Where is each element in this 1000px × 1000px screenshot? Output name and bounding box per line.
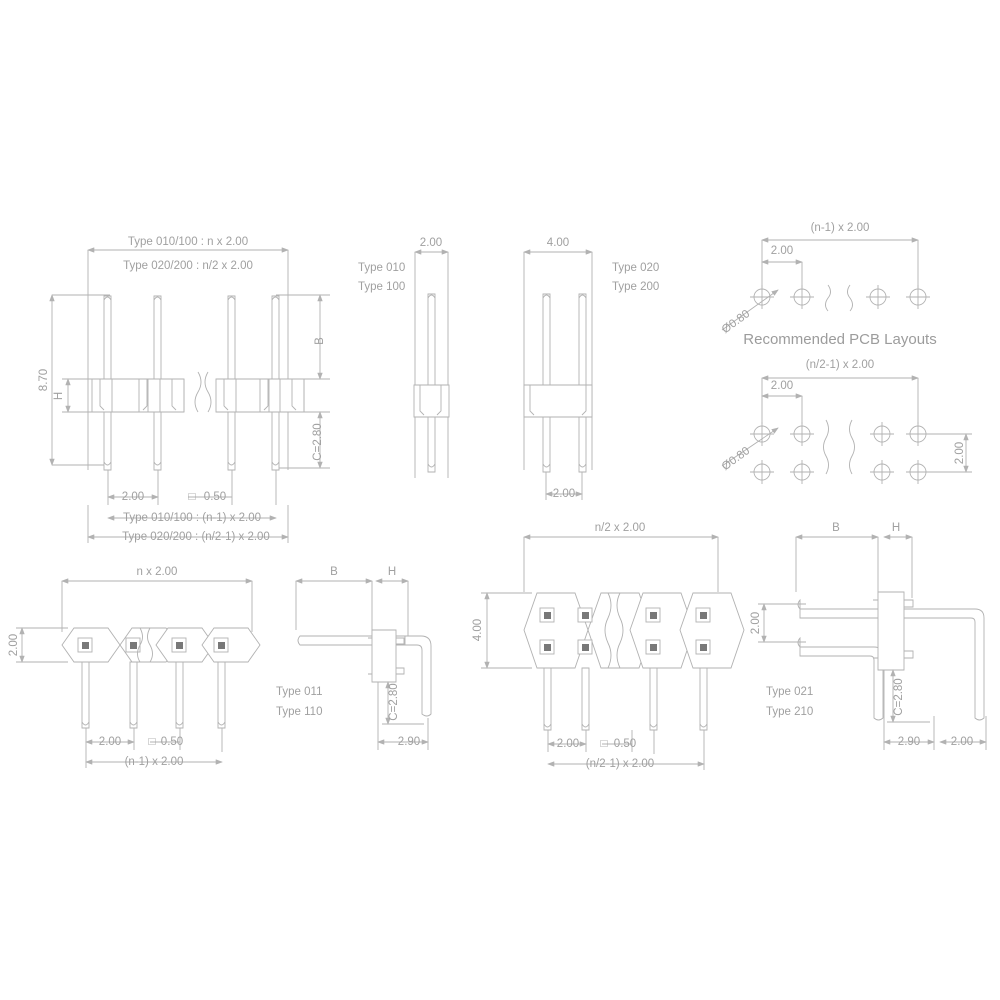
side-single-label-2: Type 100	[358, 281, 405, 293]
front-view-body-height-dim: H	[53, 392, 65, 400]
top-double-left-dim: 4.00	[472, 619, 484, 641]
pcb-double-hole-dim: Ø0.80	[720, 445, 752, 473]
front-view-overall-height-dim: 8.70	[38, 369, 50, 391]
ra-double-dim-bottom-1: 2.90	[898, 736, 920, 748]
side-view-single-row	[413, 249, 450, 478]
ra-single-label-1: Type 011	[276, 686, 322, 698]
ra-single-label-2: Type 110	[276, 706, 322, 718]
front-view-dim-c: C=2.80	[312, 423, 324, 460]
top-double-pin-symbol: □	[601, 738, 608, 750]
side-double-top-dim: 4.00	[547, 237, 569, 249]
pcb-double-row-dim: 2.00	[954, 442, 966, 464]
ra-single-dim-c: C=2.80	[388, 683, 400, 720]
top-double-top-dim: n/2 x 2.00	[595, 522, 646, 534]
front-view-top-dim-1: Type 010/100 : n x 2.00	[128, 236, 248, 248]
top-single-pin-symbol: □	[149, 736, 156, 748]
front-view-bottom-dim-2: Type 020/200 : (n/2-1) x 2.00	[122, 531, 270, 543]
ra-double-dim-bottom-2: 2.00	[951, 736, 973, 748]
top-double-pin-size: 0.50	[614, 738, 636, 750]
top-view-double-row	[481, 534, 745, 770]
pcb-single-top-dim: (n-1) x 2.00	[811, 222, 870, 234]
side-single-top-dim: 2.00	[420, 237, 442, 249]
front-view-top-dim-2: Type 020/200 : n/2 x 2.00	[123, 260, 253, 272]
ra-single-dim-bottom: 2.90	[398, 736, 420, 748]
top-single-pin-size: 0.50	[161, 736, 183, 748]
pcb-layout-double-row	[721, 375, 972, 484]
top-single-bottom-dim: (n-1) x 2.00	[125, 756, 184, 768]
ra-double-row-dim: 2.00	[750, 612, 762, 634]
side-view-double-row	[523, 249, 593, 500]
pcb-double-pitch-dim: 2.00	[771, 380, 793, 392]
front-view-pin-size-dim: 0.50	[204, 491, 226, 503]
side-double-bottom-dim: 2.00	[553, 488, 575, 500]
top-single-pitch-dim: 2.00	[99, 736, 121, 748]
top-double-pitch-dim: 2.00	[557, 738, 579, 750]
ra-double-dim-b: B	[832, 522, 840, 534]
side-double-label-2: Type 200	[612, 281, 659, 293]
square-pin-symbol: □	[189, 491, 196, 503]
top-single-left-dim: 2.00	[8, 634, 20, 656]
ra-double-label-2: Type 210	[766, 706, 813, 718]
front-elevation-view	[49, 247, 330, 543]
right-angle-view-double-row	[758, 534, 987, 750]
top-double-bottom-dim: (n/2-1) x 2.00	[586, 758, 654, 770]
front-view-pitch-dim: 2.00	[122, 491, 144, 503]
pcb-single-pitch-dim: 2.00	[771, 245, 793, 257]
pcb-layout-single-row	[721, 237, 930, 331]
ra-single-dim-b: B	[330, 566, 338, 578]
top-single-top-dim: n x 2.00	[137, 566, 178, 578]
ra-double-dim-c: C=2.80	[893, 678, 905, 715]
pcb-double-top-dim: (n/2-1) x 2.00	[806, 359, 874, 371]
pcb-layouts-caption: Recommended PCB Layouts	[743, 331, 936, 348]
top-view-single-row	[16, 578, 261, 768]
ra-double-label-1: Type 021	[766, 686, 813, 698]
side-double-label-1: Type 020	[612, 262, 659, 274]
right-angle-view-single-row	[295, 578, 432, 750]
ra-single-dim-h: H	[388, 566, 396, 578]
side-single-label-1: Type 010	[358, 262, 405, 274]
front-view-bottom-dim-1: Type 010/100 : (n-1) x 2.00	[123, 512, 261, 524]
front-view-dim-b: B	[314, 337, 326, 345]
ra-double-dim-h: H	[892, 522, 900, 534]
